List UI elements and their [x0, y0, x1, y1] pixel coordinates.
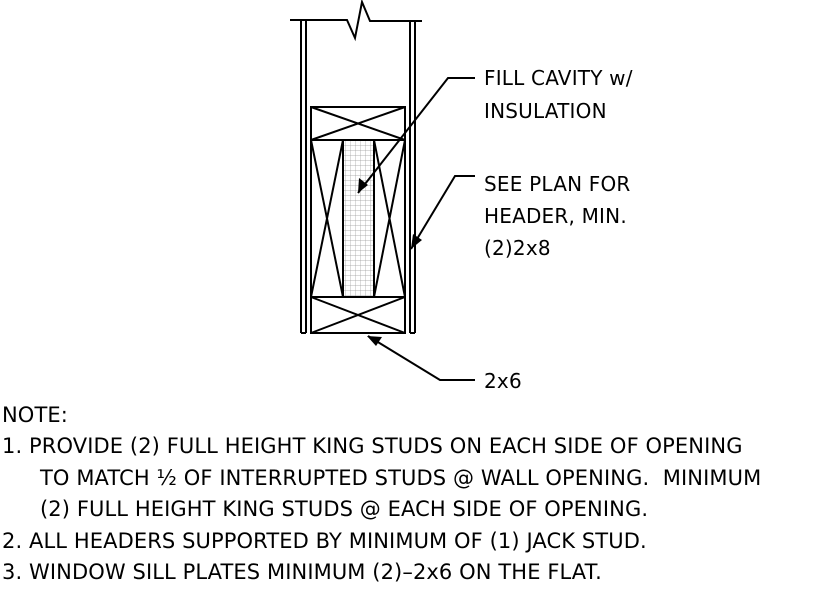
insulation-cavity — [342, 139, 375, 298]
note-1-line-2: TO MATCH ½ OF INTERRUPTED STUDS @ WALL O… — [40, 466, 762, 490]
note-3: 3. WINDOW SILL PLATES MINIMUM (2)–2x6 ON… — [2, 560, 602, 584]
sill-callout: 2x6 — [484, 369, 522, 393]
sill-arrowhead — [367, 336, 382, 346]
header-member-right — [373, 139, 406, 298]
insulation-arrowhead — [358, 178, 368, 193]
wall-outline — [300, 19, 416, 334]
insulation-callout-line1: FILL CAVITY w/ — [484, 66, 633, 90]
note-1-line-3: (2) FULL HEIGHT KING STUDS @ EACH SIDE O… — [40, 497, 649, 521]
header-arrowhead — [411, 234, 422, 249]
header-member-left — [310, 139, 344, 298]
header-callout-line3: (2)2x8 — [484, 236, 551, 260]
note-1-line-1: 1. PROVIDE (2) FULL HEIGHT KING STUDS ON… — [2, 434, 743, 458]
insulation-leader — [357, 77, 475, 194]
notes-heading: NOTE: — [2, 403, 68, 427]
header-callout-line2: HEADER, MIN. — [484, 204, 627, 228]
header-callout-line1: SEE PLAN FOR — [484, 172, 631, 196]
top-plate — [310, 106, 406, 141]
break-line — [290, 0, 422, 42]
insulation-callout-line2: INSULATION — [484, 99, 607, 123]
sill-plate — [310, 296, 406, 334]
header-leader — [410, 175, 475, 250]
note-2: 2. ALL HEADERS SUPPORTED BY MINIMUM OF (… — [2, 529, 647, 553]
sill-leader — [367, 335, 475, 381]
